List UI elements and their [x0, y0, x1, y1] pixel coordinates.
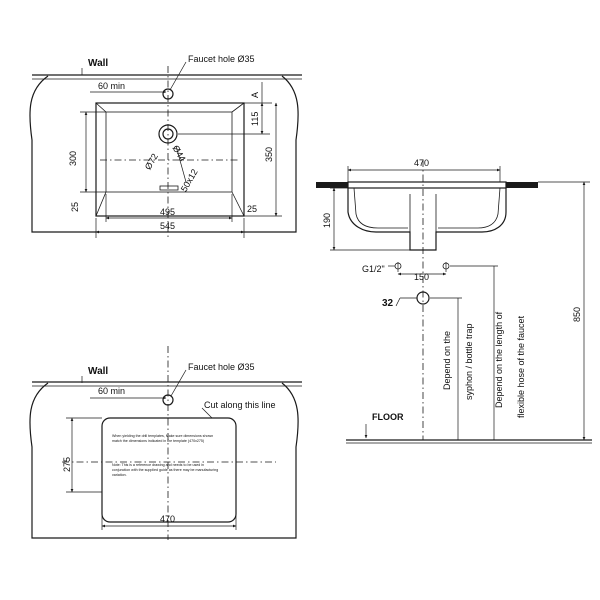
- dim-50x12: 50x12: [179, 167, 200, 193]
- dim-350: 350: [264, 147, 274, 162]
- faucet-hole-label: Faucet hole Ø35: [188, 362, 255, 372]
- basin-corner: [231, 191, 245, 217]
- dim-A: A: [250, 92, 260, 98]
- top-view: Wall Faucet hole Ø35 60 min A 115 350 30…: [29, 54, 302, 240]
- faucet-leader: [170, 369, 187, 397]
- drain-outer: [158, 124, 178, 144]
- template-note-2-line-1: Note: This is a reference drawing and ne…: [112, 463, 204, 467]
- template-note-2-line-3: variation.: [112, 473, 127, 477]
- note-hose-1: Depend on the length of: [494, 311, 504, 408]
- wall-label: Wall: [88, 58, 108, 69]
- note-hose-2: flexible hose of the faucet: [516, 315, 526, 418]
- faucet-hole-label: Faucet hole Ø35: [188, 54, 255, 64]
- basin-corner: [95, 102, 107, 113]
- dim-o72: Ø72: [143, 152, 160, 172]
- dim-25-right: 25: [247, 204, 257, 214]
- countertop-left: [316, 182, 348, 188]
- basin-profile: [347, 188, 507, 251]
- template-note-2-line-2: conjunction with the supplied guide as t…: [112, 468, 218, 472]
- countertop-right: [506, 182, 538, 188]
- wall-label: Wall: [88, 366, 108, 377]
- dim-150: 150: [414, 272, 429, 282]
- dim-25-left: 25: [70, 202, 80, 212]
- vanity-outline: [29, 382, 299, 539]
- template-note-1-line-1: When yielding the drill templates, Make …: [112, 434, 213, 438]
- faucet-hole: [162, 88, 174, 100]
- note-syphon-2: syphon / bottle trap: [464, 323, 474, 400]
- dim-60min: 60 min: [98, 386, 125, 396]
- floor-label: FLOOR: [372, 412, 404, 422]
- overflow-slot: [159, 185, 179, 191]
- basin-rim: [347, 181, 507, 189]
- overflow-leader: [175, 145, 187, 183]
- supply-valve-right: [442, 262, 450, 270]
- dim-495: 495: [160, 207, 175, 217]
- dim-470: 470: [414, 158, 429, 168]
- dim-g12: G1/2": [362, 264, 385, 274]
- note-syphon-1: Depend on the: [442, 331, 452, 390]
- faucet-leader: [169, 61, 187, 91]
- basin-outer: [95, 102, 245, 217]
- side-view: 470 190 150 G1/2" 32 850 Depend on the s…: [316, 158, 592, 444]
- dim-275: 275: [62, 457, 72, 472]
- dim-115: 115: [250, 112, 260, 126]
- dim-32: 32: [382, 298, 394, 309]
- basin-inner: [105, 111, 233, 193]
- dim-190: 190: [322, 213, 332, 228]
- cut-leader: [201, 407, 213, 419]
- drain-leader: [395, 297, 401, 307]
- basin-inner-profile: [353, 187, 408, 229]
- template-note-1-line-2: match the dimensions indicated in the te…: [112, 439, 204, 443]
- cut-label: Cut along this line: [204, 400, 276, 410]
- basin-corner: [231, 102, 245, 113]
- dim-850: 850: [572, 307, 582, 322]
- basin-inner-profile: [438, 187, 501, 229]
- faucet-hole: [162, 394, 174, 406]
- dim-545: 545: [160, 221, 175, 231]
- template-view: Wall Faucet hole Ø35 60 min Cut along th…: [29, 346, 302, 540]
- dim-470: 470: [160, 514, 175, 524]
- drain-inner: [162, 128, 174, 140]
- cut-template: [101, 417, 237, 523]
- dim-300: 300: [68, 151, 78, 166]
- basin-corner: [95, 191, 107, 217]
- dim-60min: 60 min: [98, 81, 125, 91]
